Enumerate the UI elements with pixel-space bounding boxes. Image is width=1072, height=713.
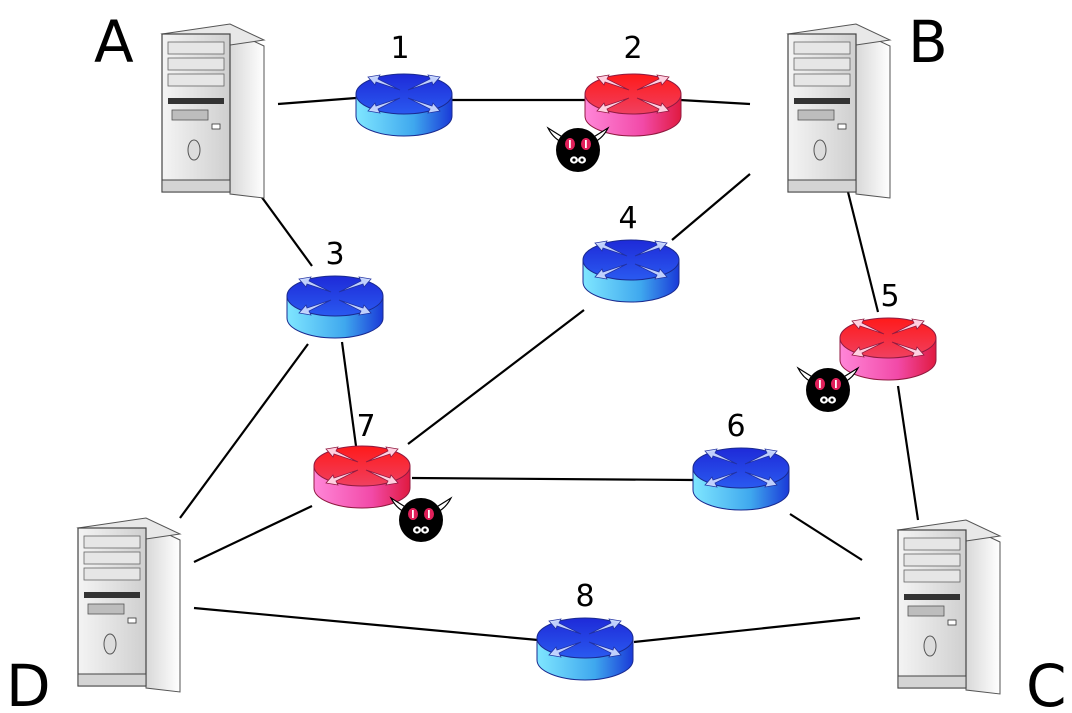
host-c-label: C: [1026, 652, 1067, 713]
link-b-5: [846, 191, 880, 313]
link-a-3: [257, 191, 313, 267]
link-7-6: [411, 476, 695, 482]
host-a-label: A: [94, 8, 134, 76]
router-8-label: 8: [575, 579, 594, 614]
host-c: C: [897, 519, 1067, 713]
router-icon: [287, 276, 383, 338]
link-3-7: [340, 341, 358, 447]
router-5: 5: [797, 279, 937, 413]
router-icon: [537, 618, 633, 680]
router-icon: [693, 448, 789, 510]
link-5-c: [896, 385, 920, 521]
link-d-8: [193, 606, 539, 642]
link-a-1: [277, 96, 357, 106]
host-a: A: [94, 8, 265, 199]
host-d-label: D: [6, 652, 51, 713]
router-icon: [584, 73, 682, 137]
pig-face-icon: [797, 367, 859, 413]
link-3-d: [179, 343, 309, 519]
router-2-label: 2: [623, 31, 642, 66]
link-2-b: [679, 98, 751, 106]
links-layer: [179, 96, 920, 644]
router-7: 7: [313, 409, 452, 543]
router-1-label: 1: [390, 31, 409, 66]
router-5-label: 5: [880, 279, 899, 314]
link-b-4: [671, 173, 751, 241]
host-b: B: [787, 8, 948, 199]
link-7-d: [193, 505, 313, 563]
computer-tower-icon: [897, 519, 1001, 695]
pig-face-icon: [547, 127, 609, 173]
router-8: 8: [537, 579, 633, 680]
host-b-label: B: [908, 8, 948, 76]
router-3: 3: [287, 237, 383, 338]
router-1: 1: [356, 31, 452, 136]
router-icon: [356, 74, 452, 136]
router-icon: [313, 445, 411, 509]
link-6-c: [789, 513, 863, 561]
router-7-label: 7: [356, 409, 375, 444]
link-8-c: [633, 616, 861, 644]
pig-face-icon: [390, 497, 452, 543]
computer-tower-icon: [77, 517, 181, 693]
router-icon: [583, 240, 679, 302]
router-6: 6: [693, 409, 789, 510]
computer-tower-icon: [161, 23, 265, 199]
router-2: 2: [547, 31, 682, 173]
routers-layer: 1 2 3 4 5 6 7 8: [287, 31, 937, 680]
router-4: 4: [583, 201, 679, 302]
host-d: D: [6, 517, 181, 713]
router-3-label: 3: [325, 237, 344, 272]
router-6-label: 6: [726, 409, 745, 444]
computer-tower-icon: [787, 23, 891, 199]
router-4-label: 4: [618, 201, 637, 236]
link-4-7: [407, 309, 585, 445]
